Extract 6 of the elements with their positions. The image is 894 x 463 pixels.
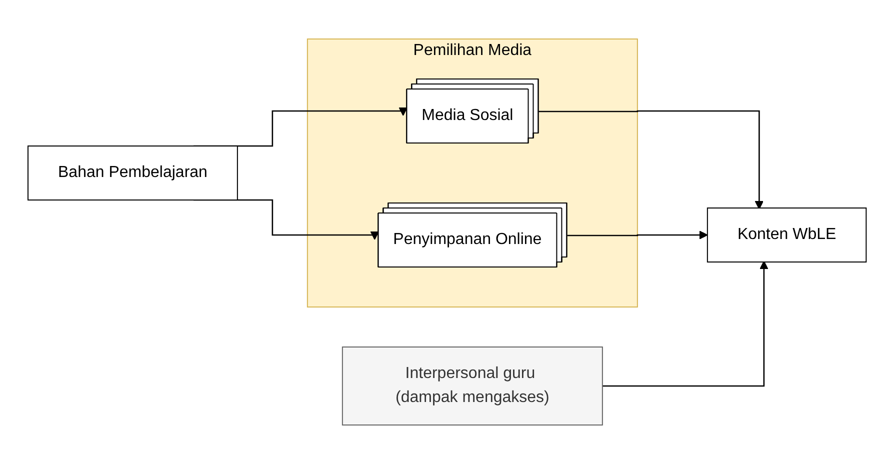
node-box: Bahan Pembelajaran [27,145,238,200]
arrow [567,230,708,239]
node-box: Konten WbLE [706,207,867,262]
arrow [602,260,768,386]
arrow [538,110,764,209]
node-box: Interpersonal guru (dampak mengakses) [342,346,603,425]
